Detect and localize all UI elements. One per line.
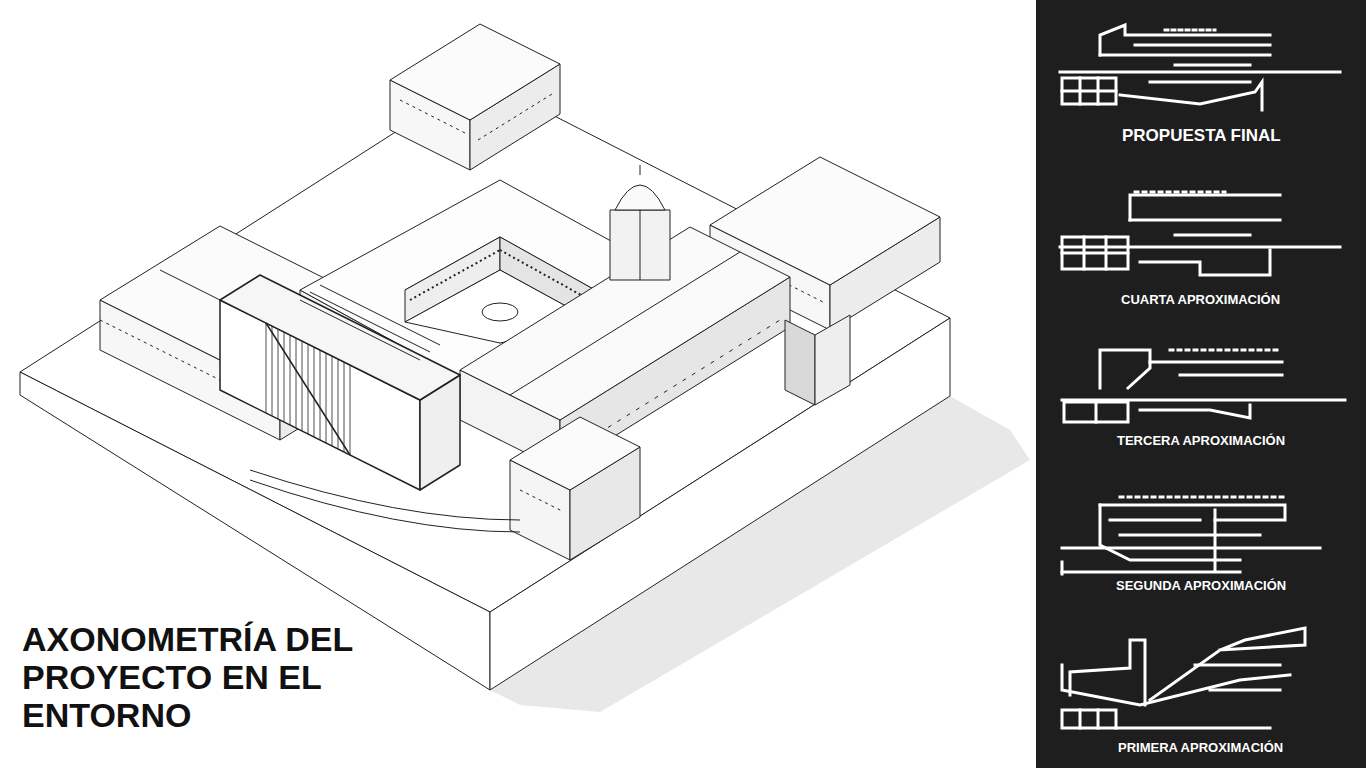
version-label: PRIMERA APROXIMACIÓN: [1118, 740, 1283, 755]
version-label: TERCERA APROXIMACIÓN: [1117, 433, 1285, 448]
dark-panel: [1036, 0, 1366, 768]
version-label: CUARTA APROXIMACIÓN: [1121, 292, 1280, 307]
version-label: SEGUNDA APROXIMACIÓN: [1116, 578, 1286, 593]
drawing-title: AXONOMETRÍA DEL PROYECTO EN EL ENTORNO: [22, 620, 382, 734]
version-label: PROPUESTA FINAL: [1122, 126, 1281, 146]
